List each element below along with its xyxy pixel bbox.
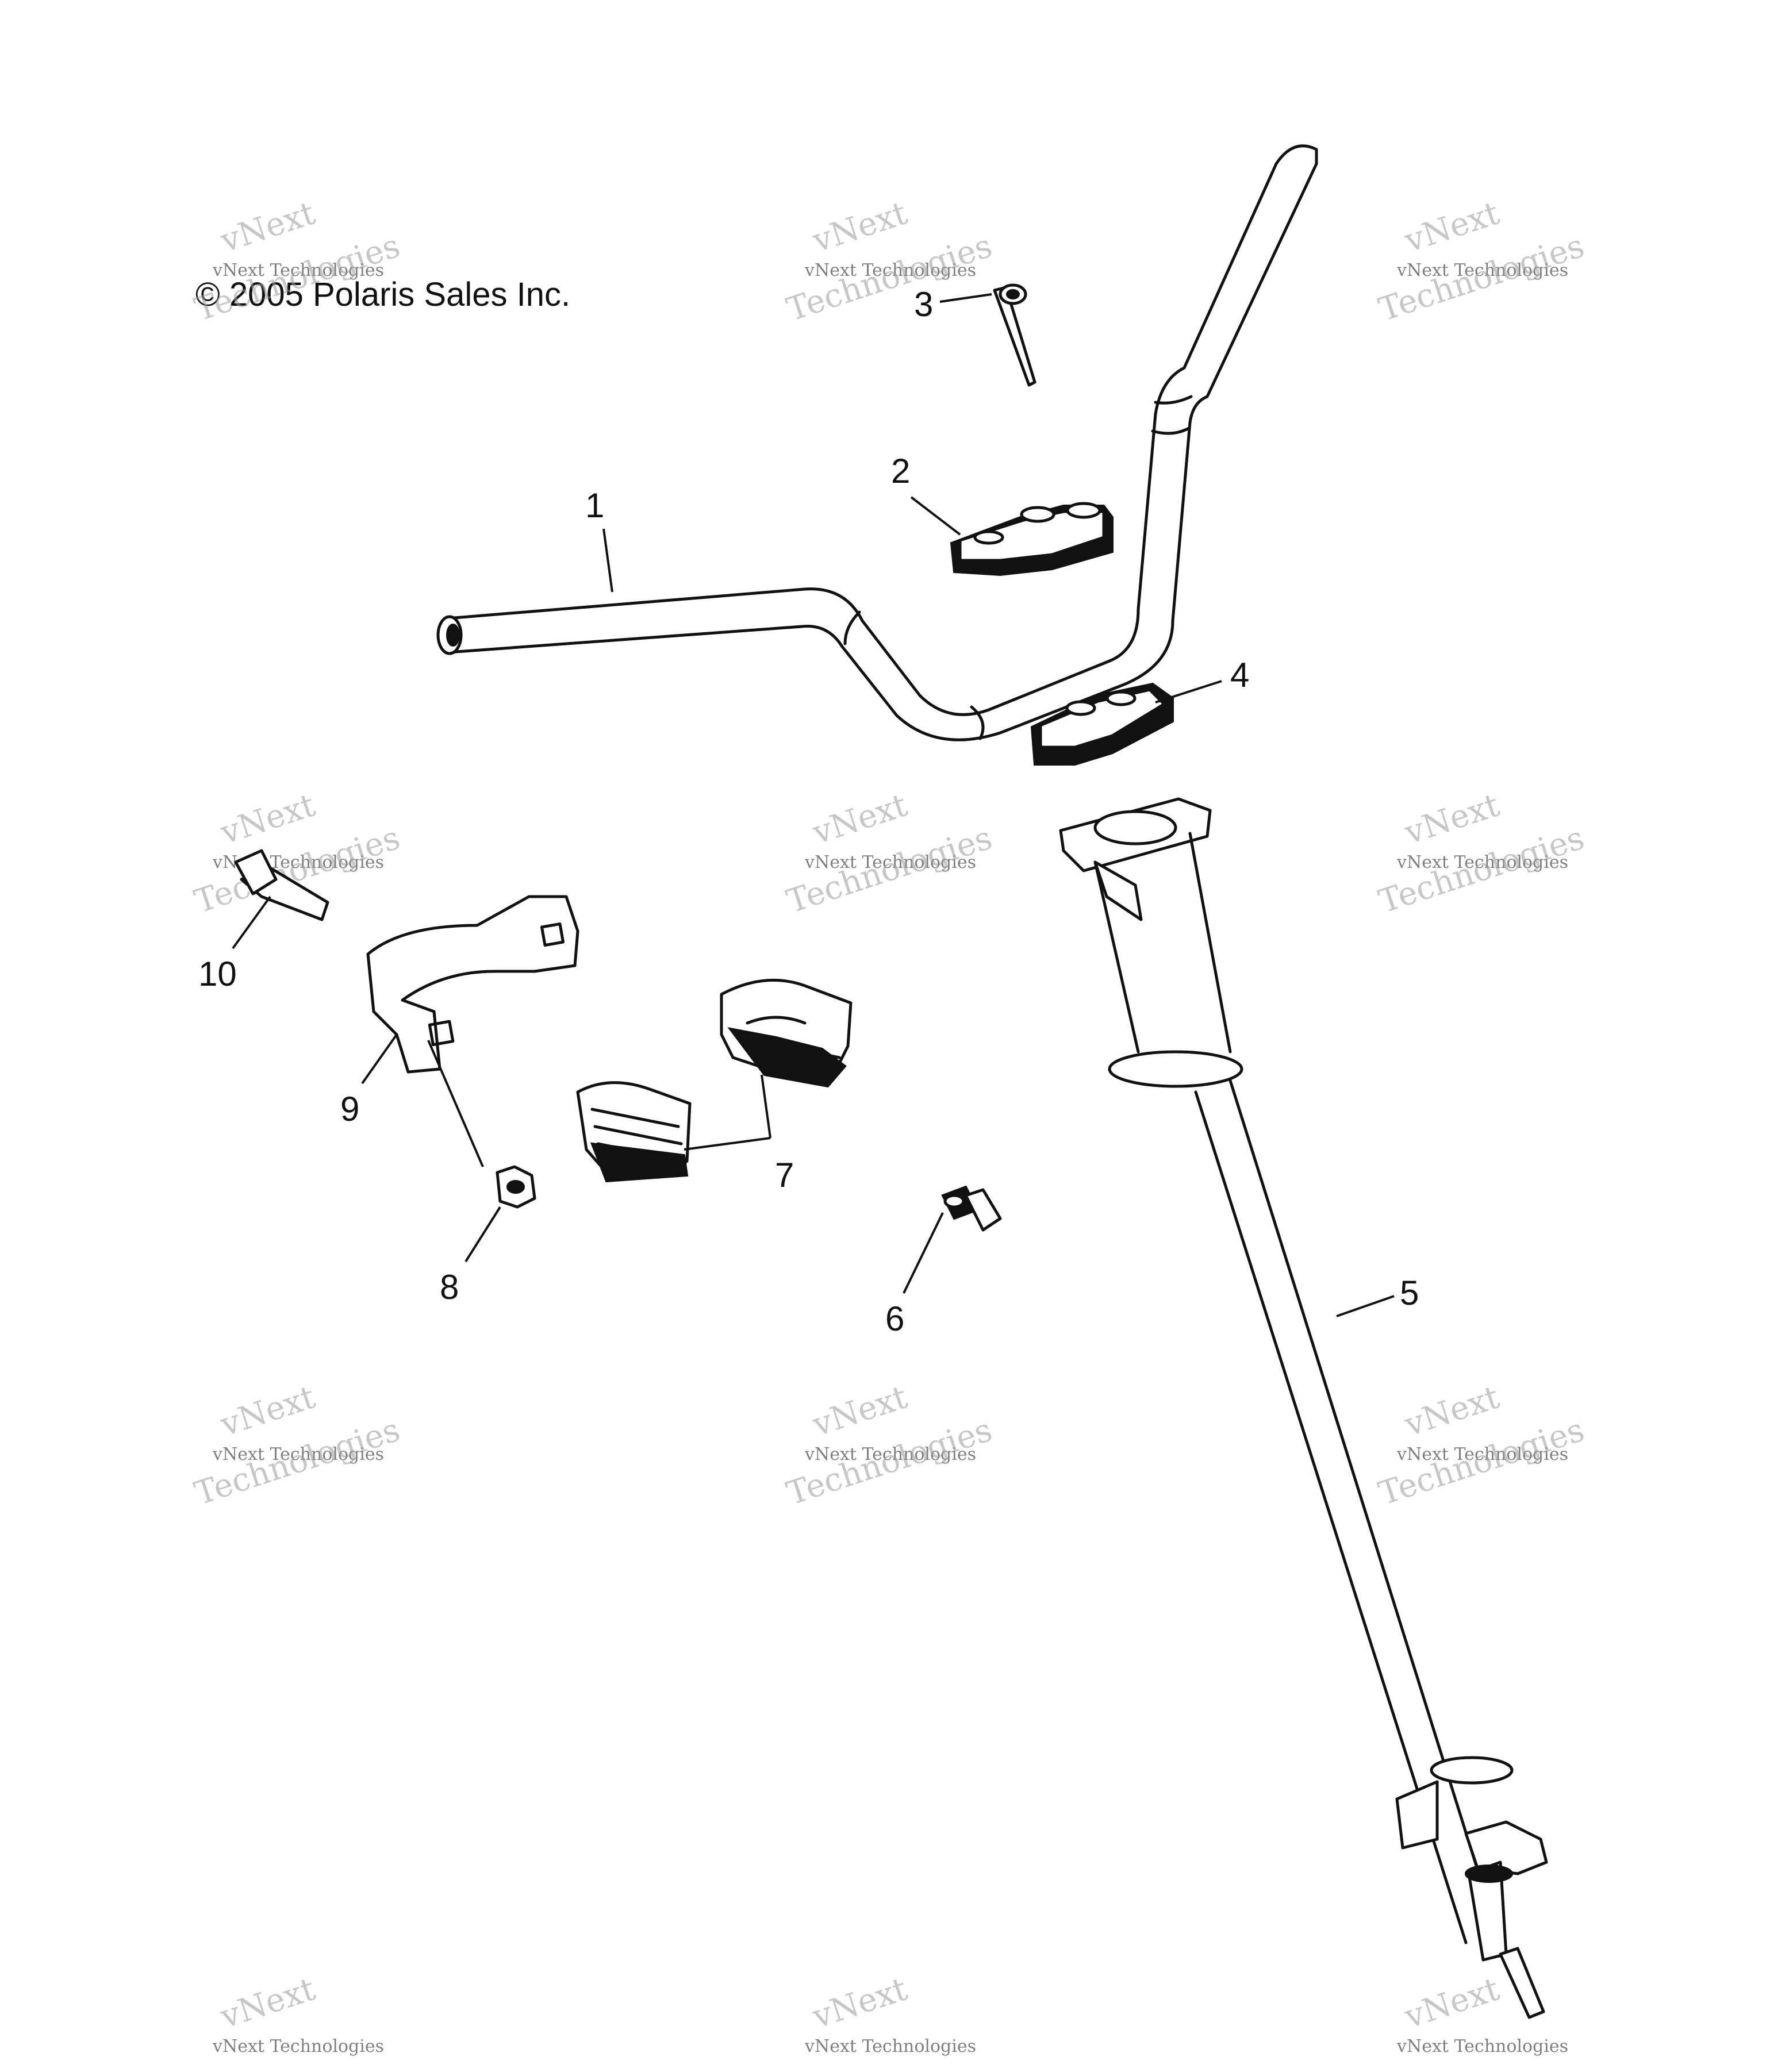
callout-3: 3 xyxy=(914,285,933,324)
callout-7: 7 xyxy=(775,1156,794,1194)
callout-4: 4 xyxy=(1230,656,1249,694)
callout-9: 9 xyxy=(340,1090,359,1128)
part-steering-post xyxy=(1059,797,1548,2019)
svg-text:vNext Technologies: vNext Technologies xyxy=(804,1444,976,1464)
svg-text:vNext Technologies: vNext Technologies xyxy=(212,2036,384,2056)
svg-text:vNext: vNext xyxy=(808,194,912,260)
part-grommet-upper xyxy=(720,978,853,1088)
svg-text:vNext: vNext xyxy=(808,1970,912,2036)
part-lower-clamp xyxy=(1030,682,1174,766)
copyright-text: © 2005 Polaris Sales Inc. xyxy=(195,276,570,313)
watermark: vNext vNext Technologies Technologies xyxy=(1375,1378,1589,1513)
svg-text:vNext Technologies: vNext Technologies xyxy=(1396,852,1568,872)
svg-text:vNext Technologies: vNext Technologies xyxy=(1396,2036,1568,2056)
watermark: vNext vNext Technologies Technologies xyxy=(190,1378,405,1513)
watermark: vNext vNext Technologies Technologies xyxy=(782,786,997,921)
svg-text:vNext Technologies: vNext Technologies xyxy=(1396,260,1568,280)
leader-lines xyxy=(232,293,1395,1317)
callout-8: 8 xyxy=(440,1268,459,1306)
watermark-grid: vNext vNext Technologies Technologies vN… xyxy=(190,194,1589,2056)
svg-text:vNext: vNext xyxy=(1400,786,1504,852)
part-nut-8 xyxy=(496,1165,536,1209)
callout-5: 5 xyxy=(1400,1274,1419,1312)
svg-text:vNext: vNext xyxy=(216,786,320,852)
svg-text:vNext: vNext xyxy=(808,786,912,852)
part-bolt-10 xyxy=(234,849,329,921)
part-grommet-lower xyxy=(576,1081,692,1183)
callout-10: 10 xyxy=(198,955,237,993)
svg-text:vNext: vNext xyxy=(216,1378,320,1444)
watermark: vNext vNext Technologies xyxy=(804,1970,976,2056)
part-bracket-9 xyxy=(366,895,579,1074)
callout-1: 1 xyxy=(585,486,604,525)
callout-6: 6 xyxy=(885,1300,904,1338)
svg-text:vNext Technologies: vNext Technologies xyxy=(804,260,976,280)
svg-text:vNext: vNext xyxy=(216,194,320,260)
svg-text:vNext Technologies: vNext Technologies xyxy=(804,852,976,872)
watermark: vNext vNext Technologies Technologies xyxy=(782,194,997,329)
part-handlebar xyxy=(436,144,1318,741)
svg-text:vNext Technologies: vNext Technologies xyxy=(212,260,384,280)
part-fitting-6 xyxy=(941,1185,1002,1232)
watermark: vNext vNext Technologies Technologies xyxy=(1375,786,1589,921)
svg-text:vNext Technologies: vNext Technologies xyxy=(212,1444,384,1464)
svg-text:vNext Technologies: vNext Technologies xyxy=(1396,1444,1568,1464)
part-bolt-3 xyxy=(993,283,1036,387)
svg-text:vNext: vNext xyxy=(808,1378,912,1444)
part-upper-clamp xyxy=(950,502,1114,576)
watermark: vNext vNext Technologies xyxy=(212,1970,384,2056)
callout-2: 2 xyxy=(891,452,910,490)
svg-text:vNext: vNext xyxy=(1400,1970,1504,2036)
svg-text:vNext: vNext xyxy=(1400,194,1504,260)
watermark: vNext vNext Technologies Technologies xyxy=(782,1378,997,1513)
svg-text:vNext: vNext xyxy=(216,1970,320,2036)
svg-text:vNext Technologies: vNext Technologies xyxy=(804,2036,976,2056)
watermark: vNext vNext Technologies Technologies xyxy=(1375,194,1589,329)
svg-text:vNext: vNext xyxy=(1400,1378,1504,1444)
